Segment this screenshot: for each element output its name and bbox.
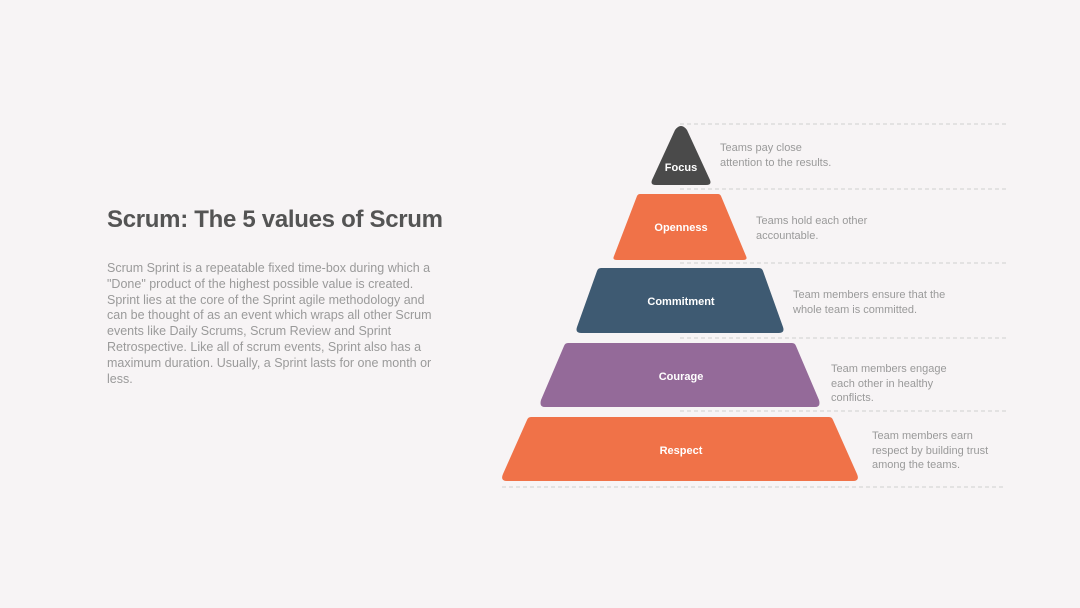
pyramid-label-openness: Openness xyxy=(654,222,707,234)
slide-body-text: Scrum Sprint is a repeatable fixed time-… xyxy=(107,261,432,386)
description-focus: Teams pay close attention to the results… xyxy=(720,142,832,169)
description-respect: Team members earn respect by building tr… xyxy=(872,430,989,471)
description-openness: Teams hold each other accountable. xyxy=(756,215,868,242)
slide-title: Scrum: The 5 values of Scrum xyxy=(107,206,443,233)
pyramid-layer-courage xyxy=(540,343,820,407)
pyramid-layer-respect xyxy=(502,417,858,481)
pyramid-label-respect: Respect xyxy=(660,445,703,457)
pyramid-label-courage: Courage xyxy=(659,371,704,383)
pyramid-layer-commitment xyxy=(576,268,784,333)
description-courage: Team members engage each other in health… xyxy=(831,363,947,404)
pyramid-layer-openness xyxy=(613,194,747,260)
description-commitment: Team members ensure that the whole team … xyxy=(793,289,946,316)
pyramid-label-focus: Focus xyxy=(665,162,697,174)
pyramid-label-commitment: Commitment xyxy=(647,296,715,308)
pyramid-layer-focus xyxy=(651,126,711,185)
